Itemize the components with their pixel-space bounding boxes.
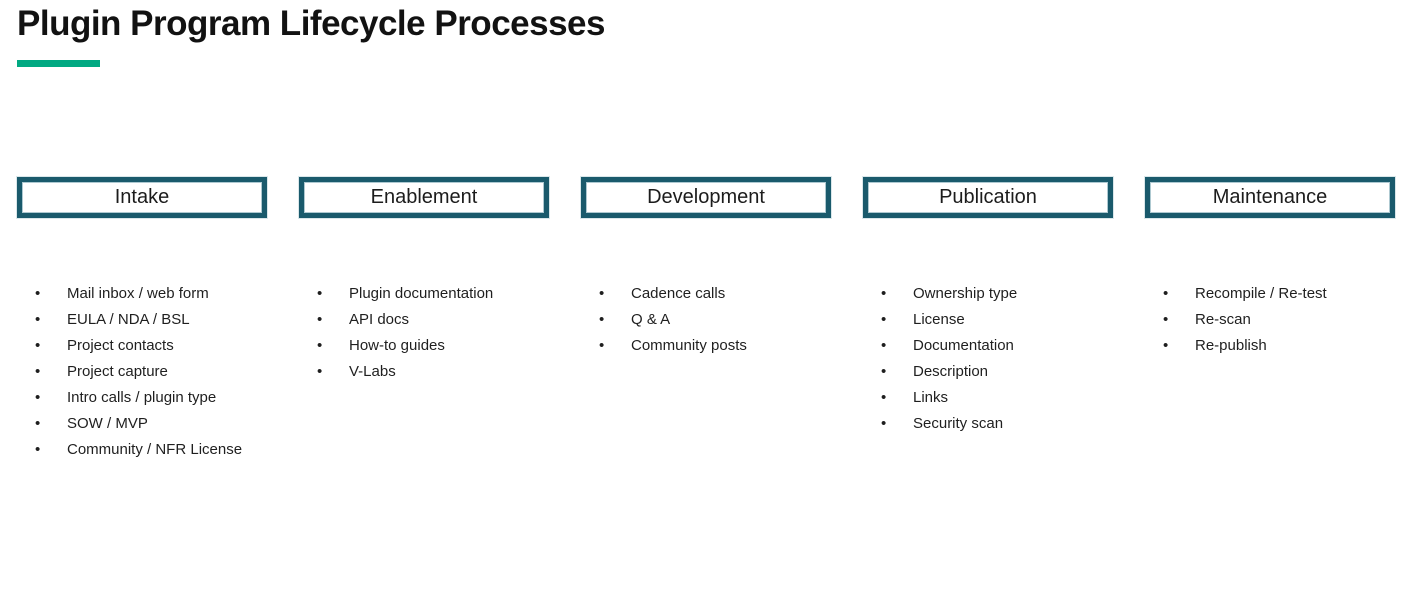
list-item-text: Cadence calls (631, 285, 726, 302)
list-item: • Project contacts (17, 333, 267, 359)
bullet-dot-icon: • (35, 441, 41, 458)
list-item-text: Security scan (913, 415, 1004, 432)
list-item: • Cadence calls (581, 281, 831, 307)
stage-header-label: Development (647, 186, 765, 208)
lifecycle-column: Development • Cadence calls • Q & A • Co… (581, 177, 831, 463)
list-item-text: How-to guides (349, 337, 445, 354)
list-item: • V-Labs (299, 359, 549, 385)
bullet-dot-icon: • (317, 337, 323, 354)
stage-bullet-list: • Mail inbox / web form • EULA / NDA / B… (17, 281, 267, 463)
list-item-text: API docs (349, 311, 410, 328)
bullet-dot-icon: • (881, 337, 887, 354)
list-item-text: Re-publish (1195, 337, 1267, 354)
list-item-text: EULA / NDA / BSL (67, 311, 190, 328)
bullet-dot-icon: • (35, 311, 41, 328)
list-item-text: SOW / MVP (67, 415, 148, 432)
list-item-text: Plugin documentation (349, 285, 494, 302)
stage-header-label: Intake (114, 186, 170, 208)
list-item-text: Mail inbox / web form (67, 285, 209, 302)
lifecycle-column: Enablement • Plugin documentation • API … (299, 177, 549, 463)
lifecycle-column: Publication • Ownership type • License •… (863, 177, 1113, 463)
bullet-dot-icon: • (881, 311, 887, 328)
list-item-text: Intro calls / plugin type (67, 389, 217, 406)
bullet-dot-icon: • (35, 363, 41, 380)
list-item-text: License (913, 311, 965, 328)
lifecycle-columns: Intake • Mail inbox / web form • EULA / … (17, 177, 1395, 463)
list-item: • Intro calls / plugin type (17, 385, 267, 411)
list-item-text: Community posts (631, 337, 747, 354)
bullet-dot-icon: • (1163, 337, 1169, 354)
bullet-dot-icon: • (881, 415, 887, 432)
list-item: • Security scan (863, 411, 1113, 437)
list-item: • Q & A (581, 307, 831, 333)
stage-header-box: Enablement (299, 177, 549, 218)
list-item-text: Recompile / Re-test (1195, 285, 1327, 302)
bullet-dot-icon: • (317, 311, 323, 328)
bullet-dot-icon: • (599, 337, 605, 354)
stage-header-label: Maintenance (1212, 186, 1328, 208)
list-item-text: Description (913, 363, 989, 380)
list-item: • SOW / MVP (17, 411, 267, 437)
list-item-text: Q & A (631, 311, 671, 328)
stage-header-box: Maintenance (1145, 177, 1395, 218)
list-item-text: Links (913, 389, 949, 406)
lifecycle-column: Intake • Mail inbox / web form • EULA / … (17, 177, 267, 463)
list-item: • Ownership type (863, 281, 1113, 307)
lifecycle-column: Maintenance • Recompile / Re-test • Re-s… (1145, 177, 1395, 463)
list-item-text: Documentation (913, 337, 1014, 354)
list-item: • Project capture (17, 359, 267, 385)
list-item-text: Project contacts (67, 337, 174, 354)
list-item: • License (863, 307, 1113, 333)
stage-header-label: Publication (939, 186, 1037, 208)
stage-header-box: Intake (17, 177, 267, 218)
list-item: • Re-scan (1145, 307, 1395, 333)
list-item-text: Community / NFR License (67, 441, 243, 458)
list-item: • Mail inbox / web form (17, 281, 267, 307)
stage-header-box: Development (581, 177, 831, 218)
list-item: • Recompile / Re-test (1145, 281, 1395, 307)
bullet-dot-icon: • (1163, 311, 1169, 328)
bullet-dot-icon: • (35, 389, 41, 406)
bullet-dot-icon: • (599, 311, 605, 328)
stage-bullet-list: • Recompile / Re-test • Re-scan • Re-pub… (1145, 281, 1395, 359)
list-item: • Plugin documentation (299, 281, 549, 307)
list-item: • API docs (299, 307, 549, 333)
bullet-dot-icon: • (317, 363, 323, 380)
stage-bullet-list: • Cadence calls • Q & A • Community post… (581, 281, 831, 359)
bullet-dot-icon: • (317, 285, 323, 302)
list-item-text: V-Labs (349, 363, 396, 380)
bullet-dot-icon: • (881, 389, 887, 406)
page-title: Plugin Program Lifecycle Processes (17, 4, 605, 43)
list-item: • EULA / NDA / BSL (17, 307, 267, 333)
stage-header-box: Publication (863, 177, 1113, 218)
list-item: • Documentation (863, 333, 1113, 359)
list-item-text: Ownership type (913, 285, 1018, 302)
bullet-dot-icon: • (599, 285, 605, 302)
stage-bullet-list: • Ownership type • License • Documentati… (863, 281, 1113, 437)
bullet-dot-icon: • (35, 285, 41, 302)
list-item: • Links (863, 385, 1113, 411)
bullet-dot-icon: • (35, 337, 41, 354)
stage-header-label: Enablement (370, 186, 478, 208)
list-item: • Re-publish (1145, 333, 1395, 359)
bullet-dot-icon: • (35, 415, 41, 432)
list-item-text: Project capture (67, 363, 168, 380)
list-item: • How-to guides (299, 333, 549, 359)
list-item-text: Re-scan (1195, 311, 1251, 328)
title-accent-bar (17, 60, 100, 67)
stage-bullet-list: • Plugin documentation • API docs • How-… (299, 281, 549, 385)
list-item: • Community posts (581, 333, 831, 359)
bullet-dot-icon: • (881, 363, 887, 380)
list-item: • Community / NFR License (17, 437, 267, 463)
bullet-dot-icon: • (1163, 285, 1169, 302)
list-item: • Description (863, 359, 1113, 385)
bullet-dot-icon: • (881, 285, 887, 302)
